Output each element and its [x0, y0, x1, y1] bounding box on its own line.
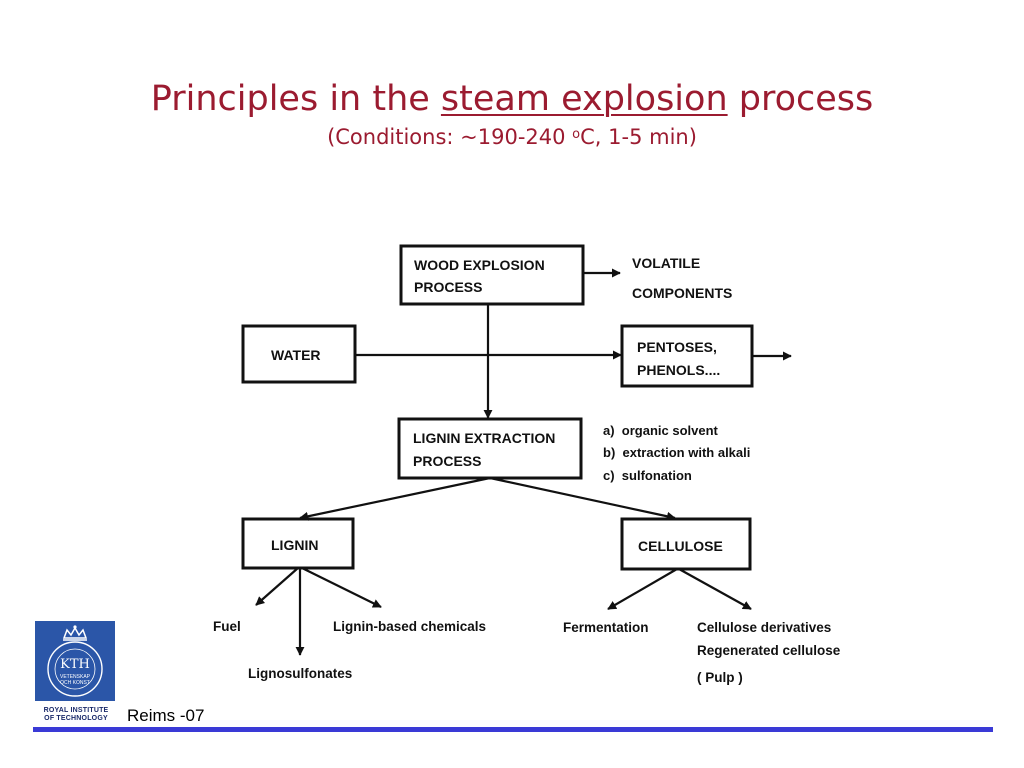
- fermentation-label: Fermentation: [563, 620, 649, 635]
- institute-name: ROYAL INSTITUTE OF TECHNOLOGY: [33, 707, 119, 723]
- wood-explosion-box: [399, 244, 585, 306]
- degree-symbol: o: [572, 127, 581, 142]
- cellulose-derivatives-label: Cellulose derivatives: [697, 620, 831, 635]
- wood-explosion-label-2: PROCESS: [414, 279, 482, 295]
- footer-rule: [33, 727, 993, 732]
- pentoses-label-1: PENTOSES,: [637, 339, 717, 355]
- kth-emblem-text: KTH: [60, 657, 90, 672]
- cellulose-box: [620, 517, 752, 571]
- lignin-chemicals-label: Lignin-based chemicals: [333, 619, 486, 634]
- arrow-to-fuel: [255, 567, 299, 606]
- lignin-extraction-label-2: PROCESS: [413, 453, 481, 469]
- fuel-label: Fuel: [213, 619, 241, 634]
- slide-subtitle: (Conditions: ~190-240 oC, 1-5 min): [0, 124, 1024, 150]
- kth-motto-1: VETENSKAP: [60, 674, 91, 680]
- option-b: b) extraction with alkali: [603, 445, 750, 460]
- volatile-label-1: VOLATILE: [632, 255, 700, 271]
- lignin-extraction-label-1: LIGNIN EXTRACTION: [413, 430, 555, 446]
- regenerated-cellulose-label: Regenerated cellulose: [697, 643, 841, 658]
- arrow-to-cellulose: [489, 476, 676, 521]
- slide-title: Principles in the steam explosion proces…: [0, 78, 1024, 120]
- water-label: WATER: [271, 347, 321, 363]
- pulp-label: ( Pulp ): [697, 670, 743, 685]
- option-c: c) sulfonation: [603, 468, 692, 483]
- title-underlined: steam explosion: [440, 79, 728, 119]
- wood-explosion-label-1: WOOD EXPLOSION: [414, 257, 545, 273]
- cellulose-label: CELLULOSE: [638, 538, 723, 554]
- footer-text: Reims -07: [127, 706, 205, 725]
- kth-motto-2: OCH KONST: [60, 680, 90, 686]
- arrow-to-cellulose-derivatives: [678, 568, 752, 610]
- kth-emblem-icon: KTH VETENSKAP OCH KONST: [47, 625, 103, 697]
- lignin-label: LIGNIN: [271, 537, 318, 553]
- arrow-to-fermentation: [607, 568, 678, 610]
- lignin-extraction-box: [397, 417, 583, 480]
- arrow-to-lignin: [299, 476, 491, 521]
- subtitle-part-1: (Conditions: ~190-240: [327, 125, 573, 149]
- subtitle-part-2: C, 1-5 min): [580, 125, 697, 149]
- option-a: a) organic solvent: [603, 423, 719, 438]
- volatile-label-2: COMPONENTS: [632, 285, 732, 301]
- pentoses-label-2: PHENOLS....: [637, 362, 720, 378]
- title-part-2: process: [727, 79, 874, 119]
- institute-line-2: OF TECHNOLOGY: [44, 715, 108, 722]
- institute-line-1: ROYAL INSTITUTE: [43, 707, 109, 714]
- arrow-to-lignin-chemicals: [301, 567, 382, 608]
- title-part-1: Principles in the: [150, 79, 441, 119]
- lignosulfonates-label: Lignosulfonates: [248, 666, 352, 681]
- kth-logo: KTH VETENSKAP OCH KONST: [35, 621, 115, 701]
